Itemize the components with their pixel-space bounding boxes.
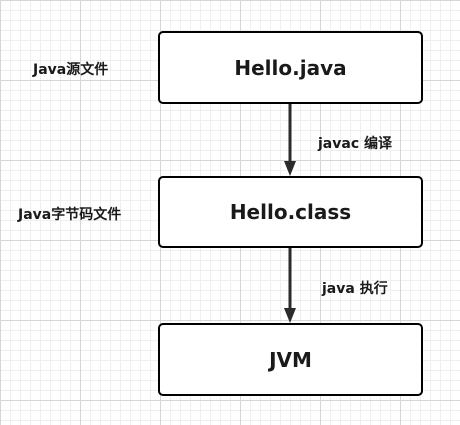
edge-execute (284, 248, 296, 323)
edge-compile-arrowhead (284, 161, 296, 176)
node-hello-class: Hello.class (158, 176, 423, 248)
node-jvm: JVM (158, 323, 423, 396)
edge-label-compile: javac 编译 (318, 136, 392, 152)
side-label-bytecode-file: Java字节码文件 (18, 207, 122, 223)
edge-label-execute: java 执行 (322, 281, 388, 297)
side-label-source-file: Java源文件 (33, 62, 109, 78)
edge-compile (284, 103, 296, 176)
edge-execute-arrowhead (284, 308, 296, 323)
node-hello-java: Hello.java (158, 31, 423, 104)
